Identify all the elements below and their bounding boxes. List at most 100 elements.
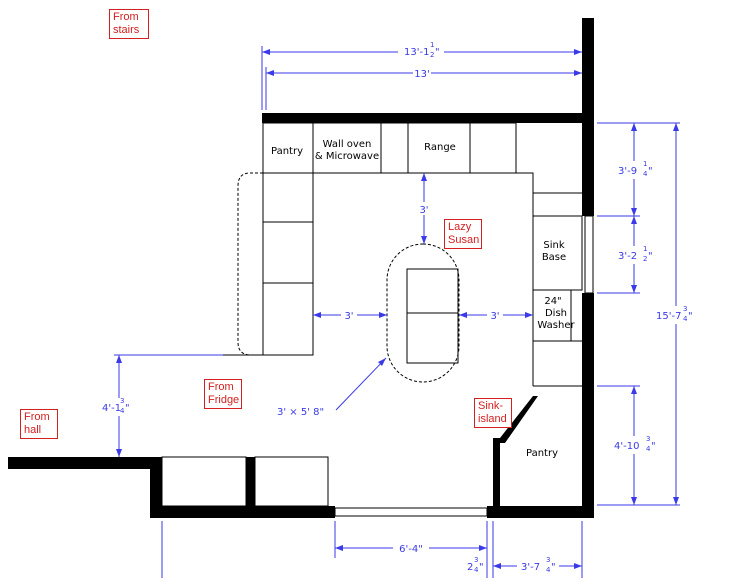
pantry-top-label: Pantry [271, 146, 303, 157]
counter-top-edge [313, 123, 534, 386]
dim-label-bg [654, 306, 698, 324]
dishwasher-label-2: Dish [545, 308, 567, 319]
dim-right-top-main: 3'-9 [618, 166, 637, 177]
dim-bottom-right-den: 4 [546, 566, 551, 574]
dim-top-overall-den: 2 [430, 51, 434, 59]
arrow [479, 545, 487, 551]
dim-bottom-small-num: 3 [474, 556, 478, 564]
arrow [313, 312, 321, 318]
dim-right-low-den: 4 [646, 445, 651, 453]
window-right [584, 215, 594, 294]
dim-bottom-right-num: 3 [546, 556, 550, 564]
sink-base-label-2: Base [542, 252, 566, 263]
arrow [421, 173, 427, 181]
dim-bottom-right-unit: " [551, 562, 556, 573]
dim-label-bg [612, 436, 658, 454]
arrow [631, 216, 637, 224]
pantry-corner-label: Pantry [526, 448, 558, 459]
dim-island-right-label: 3' [490, 311, 499, 322]
note-from-fridge: From Fridge [204, 379, 242, 409]
dim-right-overall-label: 15'-7 3 4 " [654, 305, 698, 324]
dim-left-low-num: 3 [120, 397, 124, 405]
note-lazy-susan: Lazy Susan [444, 219, 482, 249]
arrow [525, 312, 533, 318]
wall-left-stub [150, 457, 162, 518]
arrow [335, 545, 343, 551]
dim-label-bg [614, 161, 654, 179]
dim-top-overall-label: 13'-1 1 2 " [398, 41, 444, 59]
right-counter-upper [533, 192, 582, 217]
dim-bottom-small-den: 4 [474, 566, 479, 574]
wall-bottom-right [487, 506, 594, 518]
dim-right-overall-num: 3 [683, 305, 687, 313]
dim-right-low-num: 3 [646, 435, 650, 443]
dim-right-top-label: 3'-9 1 4 " [614, 160, 654, 179]
dim-right-mid-num: 1 [643, 245, 647, 253]
dim-label-bg [517, 559, 559, 575]
island-cabinet-bottom [406, 312, 459, 364]
arrow [116, 449, 122, 457]
dim-top-overall-num: 1 [430, 41, 434, 49]
dim-right-top-unit: " [648, 166, 653, 177]
cabinet-blank-2 [469, 122, 517, 174]
openings [334, 215, 594, 517]
dim-right-overall-main: 15'-7 [656, 311, 681, 322]
arrow [631, 123, 637, 131]
arrow [266, 70, 274, 76]
cabinet-labels: Pantry Wall oven & Microwave Range Sink … [271, 139, 575, 459]
dim-right-low-main: 4'-10 [614, 441, 639, 452]
dim-right-mid-unit: " [648, 251, 653, 262]
dim-bottom-door-label: 6'-4" [399, 544, 423, 555]
dim-bottom-small-label: 2 3 4 " [467, 556, 484, 574]
walls [8, 18, 594, 518]
wall-sink-island [493, 438, 500, 508]
arrow [378, 358, 386, 366]
arrow [421, 236, 427, 244]
dim-label-bg [398, 43, 444, 57]
left-counter-3 [262, 282, 314, 356]
dimension-lines [114, 46, 680, 578]
dim-range-island-label: 3' [419, 205, 428, 216]
wall-top [262, 113, 594, 123]
arrow [631, 386, 637, 394]
wall-bottom-left [150, 506, 335, 518]
dim-island-size-label: 3' × 5' 8" [277, 407, 324, 418]
dim-label-bg [416, 202, 432, 215]
dim-right-top-den: 4 [643, 170, 648, 178]
dim-label-bg [341, 309, 357, 322]
wall-right-upper [582, 18, 594, 216]
arrow [574, 49, 582, 55]
arrow [493, 563, 501, 569]
dim-top-overall-main: 13'-1 [404, 47, 429, 58]
arrow [459, 312, 467, 318]
wall-oven-label-1: Wall oven [323, 139, 372, 150]
arrow [631, 497, 637, 505]
wall-pantry-corner [500, 396, 538, 443]
arrow [379, 312, 387, 318]
dim-left-island-label: 3' [344, 311, 353, 322]
note-sink-island: Sink- island [474, 398, 512, 428]
dim-left-low-main: 4'-1 [102, 403, 121, 414]
wall-right-lower [582, 293, 594, 515]
dim-right-low-label: 4'-10 3 4 " [612, 435, 658, 454]
sink-base-label-1: Sink [543, 240, 564, 251]
dim-top-overall-unit: " [435, 47, 440, 58]
cabinet-blank-1 [380, 122, 409, 174]
note-from-stairs: From stairs [109, 9, 149, 39]
dim-left-low-den: 4 [120, 407, 125, 415]
dim-label-bg [487, 309, 503, 322]
dimension-labels: 13'-1 1 2 " 13' 3' 3' 3' 3' × 5' 8" 3'-9… [100, 41, 698, 575]
dim-right-mid-label: 3'-2 1 2 " [614, 245, 654, 264]
dim-right-mid-main: 3'-2 [618, 251, 637, 262]
wall-divider [246, 457, 255, 506]
left-counter-1 [262, 172, 314, 223]
clearance-outlines [237, 172, 460, 383]
arrow [631, 285, 637, 293]
dishwasher-label-3: Washer [537, 320, 575, 331]
right-counter-lower [533, 340, 582, 387]
arrow [631, 208, 637, 216]
dim-label-bg [393, 541, 429, 554]
dim-right-overall-unit: " [688, 311, 693, 322]
arrow [116, 355, 122, 363]
dim-top-inner-label: 13' [414, 69, 429, 80]
